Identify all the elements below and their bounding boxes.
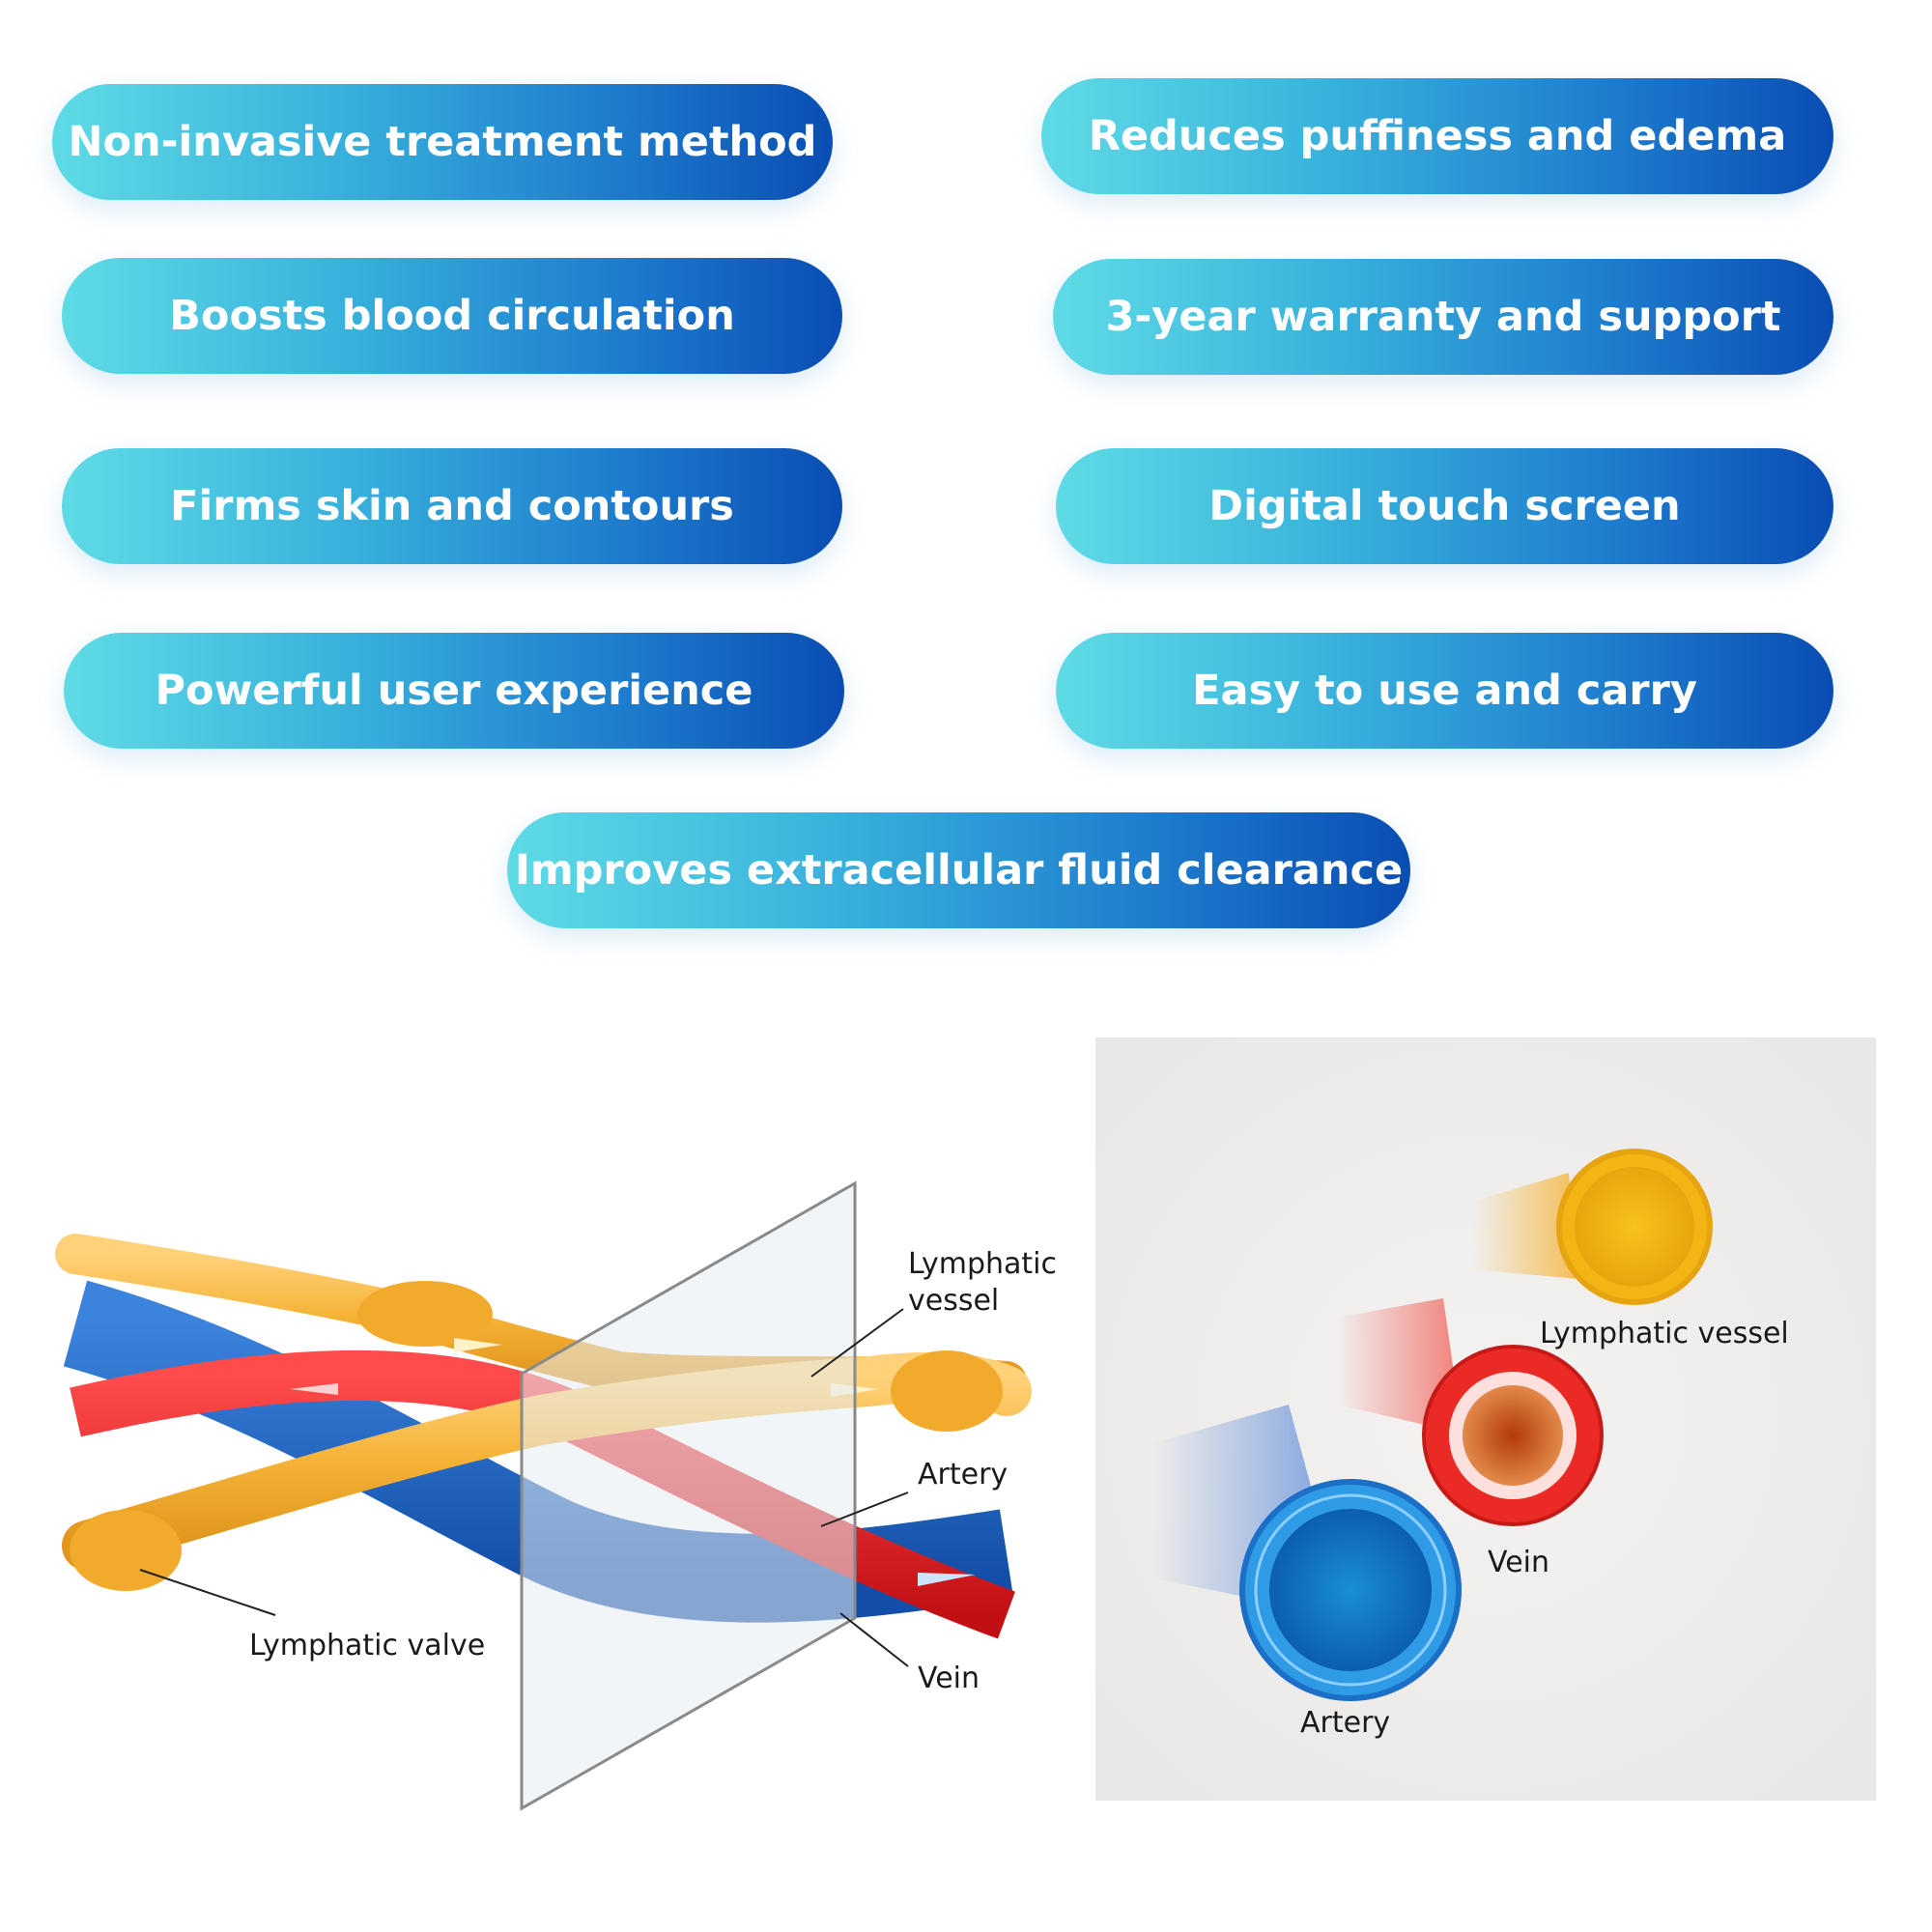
- label-artery: Artery: [918, 1458, 1008, 1492]
- leader-vein: [839, 1612, 909, 1667]
- lymphatic-lumen: [1575, 1167, 1694, 1287]
- feature-pill-fluid-clearance: Improves extracellular fluid clearance: [507, 812, 1410, 928]
- feature-pill-puffiness: Reduces puffiness and edema: [1041, 78, 1833, 194]
- label-vein: Vein: [918, 1662, 980, 1695]
- artery-ring: [1254, 1493, 1447, 1687]
- label-artery-right: Artery: [1300, 1706, 1390, 1740]
- flow-arrow-artery: [290, 1383, 338, 1395]
- leader-artery: [820, 1492, 909, 1527]
- feature-pill-circulation: Boosts blood circulation: [62, 258, 842, 374]
- artery-lumen: [1269, 1509, 1432, 1671]
- feature-pill-noninvasive: Non-invasive treatment method: [52, 84, 833, 200]
- flow-arrow-vein: [918, 1573, 976, 1586]
- lymph-tail: [1472, 1173, 1578, 1279]
- vessel-cross-section-diagram: Lymphatic vessel Artery Vein Lymphatic v…: [55, 1180, 1057, 1811]
- leader-lymphatic-vessel: [810, 1308, 904, 1378]
- label-vein-right: Vein: [1488, 1546, 1549, 1579]
- vein-lumen: [1463, 1385, 1563, 1486]
- vessel-cross-sections-panel: Lymphatic vessel Vein Artery: [1095, 1037, 1876, 1801]
- feature-pill-firms-skin: Firms skin and contours: [62, 448, 842, 564]
- lymphatic-valve-left: [70, 1510, 182, 1591]
- cross-section-plane: [520, 1180, 857, 1811]
- label-lymphatic-vessel: Lymphatic vessel: [1540, 1317, 1789, 1350]
- feature-pill-touch-screen: Digital touch screen: [1056, 448, 1833, 564]
- leader-lymphatic-valve: [139, 1569, 276, 1616]
- label-lymphatic-valve: Lymphatic valve: [249, 1629, 485, 1662]
- label-lymphatic-line1: Lymphatic: [908, 1247, 1057, 1281]
- feature-pill-user-experience: Powerful user experience: [64, 633, 844, 749]
- lymphatic-valve-right: [891, 1350, 1003, 1432]
- feature-pill-warranty: 3-year warranty and support: [1053, 259, 1833, 375]
- lymphatic-valve-upper: [357, 1281, 493, 1347]
- flow-arrow-lymph-upper: [454, 1338, 502, 1352]
- label-lymphatic-line2: vessel: [908, 1284, 999, 1318]
- feature-pill-easy-carry: Easy to use and carry: [1056, 633, 1833, 749]
